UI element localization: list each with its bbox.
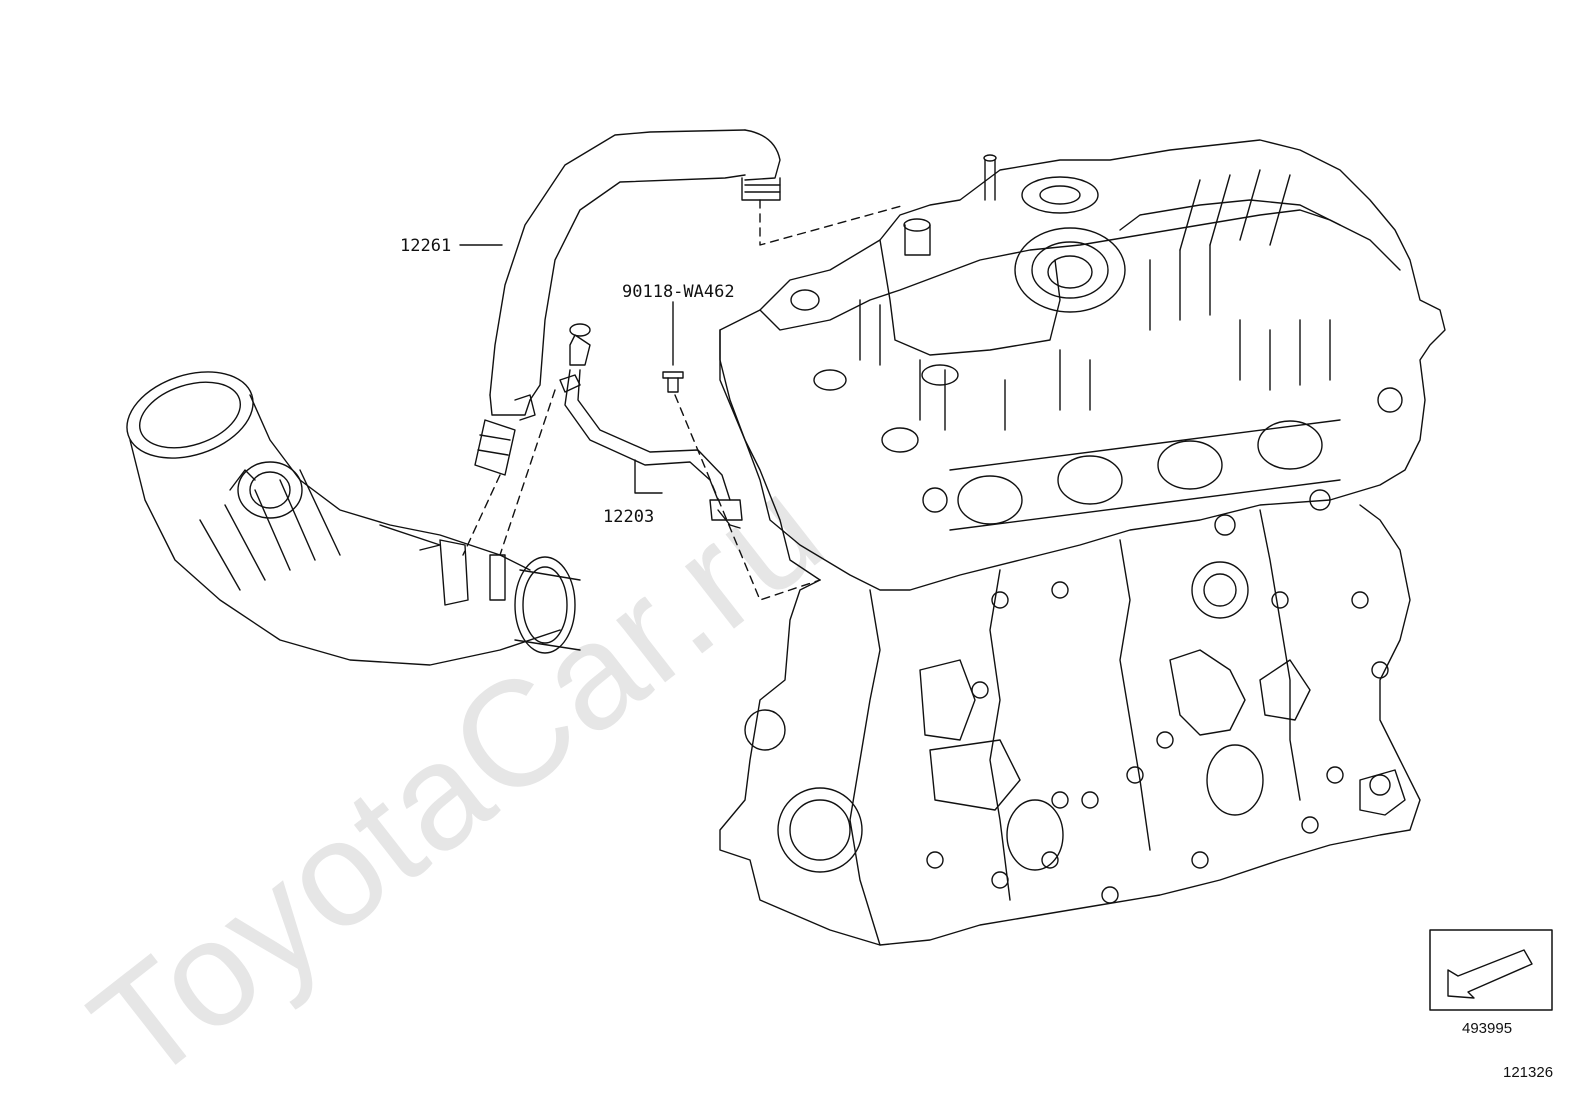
reference-arrow-icon	[1429, 929, 1553, 1011]
part-label-12261: 12261	[400, 236, 452, 256]
engine-block	[719, 139, 1446, 946]
figure-number: 121326	[1503, 1064, 1554, 1081]
assembly-lines	[462, 199, 906, 601]
leader-12203	[634, 459, 663, 494]
ventilation-pipe-12203	[559, 323, 743, 529]
ventilation-hose-12261	[474, 129, 781, 476]
air-intake-tube	[126, 371, 581, 666]
reference-code: 493995	[1462, 1020, 1513, 1037]
part-label-12203: 12203	[603, 507, 655, 527]
part-label-90118-WA462: 90118-WA462	[622, 282, 735, 302]
bolt-90118-WA462	[662, 371, 684, 393]
